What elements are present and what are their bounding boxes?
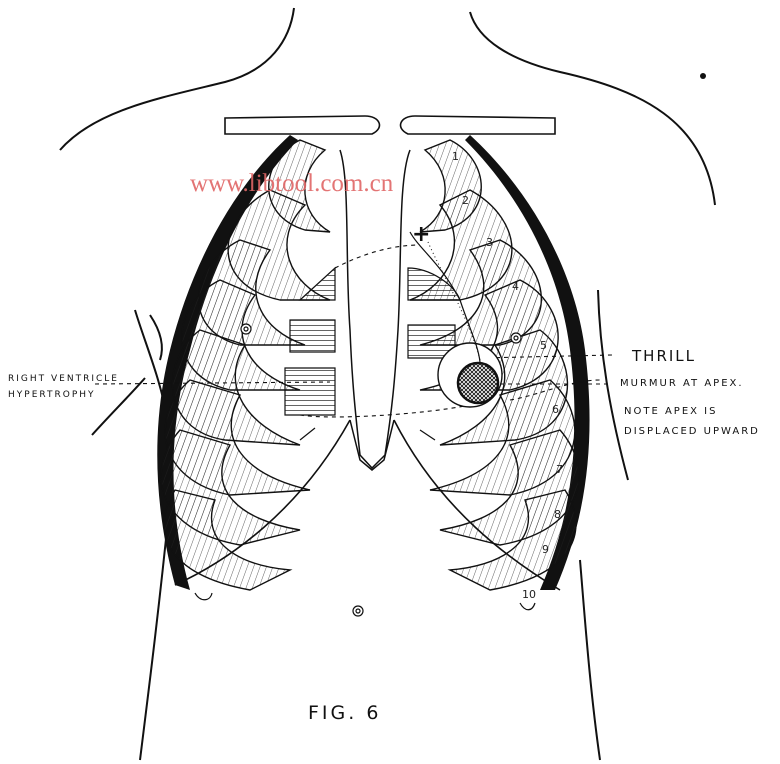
clavicles <box>225 116 555 134</box>
rib-number: 10 <box>522 588 536 601</box>
rib-number: 8 <box>554 508 561 521</box>
label-hypertrophy: HYPERTROPHY <box>8 390 96 400</box>
torso-right-lower <box>580 560 600 760</box>
hatch-left-lower <box>285 368 335 415</box>
label-note: NOTE APEX IS <box>624 406 717 417</box>
small-ticks <box>300 428 435 440</box>
watermark-text: www.libtool.com.cn <box>190 170 393 198</box>
hatch-left-mid <box>290 320 335 352</box>
label-displaced: DISPLACED UPWARD <box>624 426 760 437</box>
rib-number: 9 <box>542 543 549 556</box>
side-line-left <box>150 315 162 360</box>
rib-number: 1 <box>452 150 459 163</box>
label-right-ventricle: RIGHT VENTRICLE <box>8 374 119 384</box>
rib-number: 3 <box>486 236 493 249</box>
rib-number: 4 <box>512 280 519 293</box>
rib-number: 6 <box>552 403 559 416</box>
body-outline <box>60 8 715 760</box>
rib-number: 7 <box>556 463 563 476</box>
rv-pointer <box>92 378 145 435</box>
figure-caption: FIG. 6 <box>308 702 381 724</box>
label-thrill: THRILL <box>632 347 696 365</box>
ink-dot <box>700 73 706 79</box>
rib-number: 2 <box>462 194 469 207</box>
label-murmur: MURMUR AT APEX. <box>620 378 744 389</box>
plus-marker: + <box>412 222 430 247</box>
lower-bumps <box>195 593 535 610</box>
apex-inner-circle <box>458 363 498 403</box>
hatched-regions <box>285 268 460 415</box>
rib-number: 5 <box>540 339 547 352</box>
